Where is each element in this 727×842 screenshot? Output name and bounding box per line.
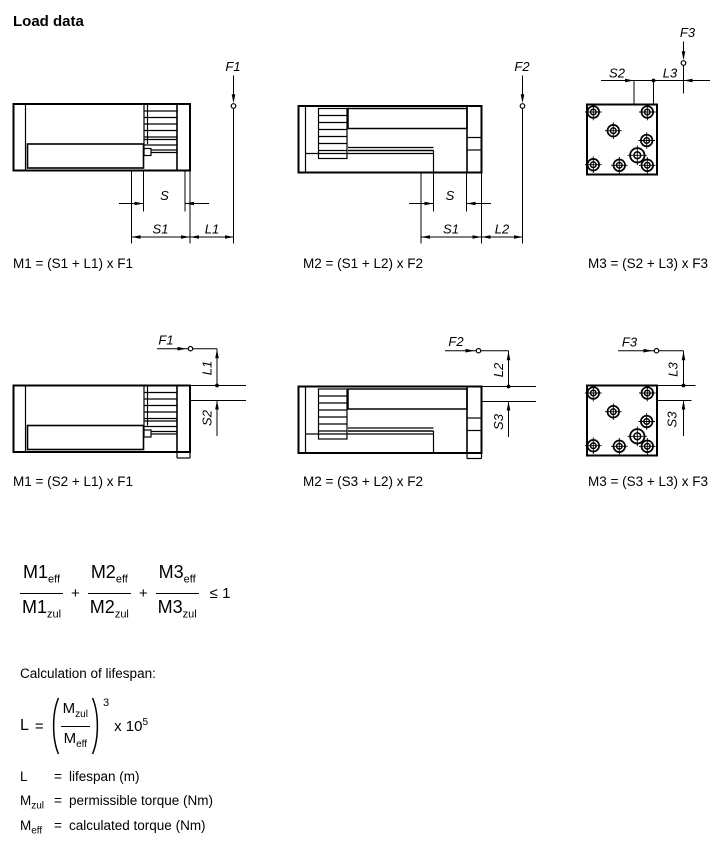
legend-row-l: L = lifespan (m) [20,769,140,784]
open-paren [52,697,59,755]
fraction-m3: M3eff M3zul [155,562,199,621]
dim-label-s1: S1 [443,222,459,237]
f3-force-arrow: F3 [680,25,696,94]
dimension-s1-l2: S1 L2 [421,222,523,239]
force-label-f1: F1 [158,333,173,348]
dimension-l3-s3: L3 S3 [657,350,696,436]
dimension-s: S [119,188,209,206]
slide-side-view [12,384,191,453]
slide-end-view [585,104,657,175]
exponent-3: 3 [102,697,110,709]
diagram-m3-lateral-load: F3 L3 S3 [560,335,696,465]
slide-top-view [297,105,483,174]
dimension-s2-l3: S2 L3 [601,66,710,105]
diagram-m2-vertical-load: S S1 L2 F2 [297,59,530,244]
formula-m2-bottom: M2 = (S3 + L2) x F2 [303,474,424,489]
dim-label-l3: L3 [663,66,678,81]
formula-m3-top: M3 = (S2 + L3) x F3 [588,256,709,271]
force-label-f2: F2 [514,59,530,74]
dim-label-s: S [446,188,455,203]
f2-force-arrow: F2 [445,334,509,354]
formula-m2-top: M2 = (S1 + L2) x F2 [303,256,424,271]
dim-label-s1: S1 [153,222,169,237]
fraction-m1: M1eff M1zul [20,562,64,621]
mounting-foot [466,453,483,460]
dim-label-l2: L2 [491,362,506,377]
dim-label-l1: L1 [200,361,215,375]
extension-lines [420,172,482,244]
formula-m1-top: M1 = (S1 + L1) x F1 [13,256,134,271]
dimension-s: S [409,188,491,206]
dimension-l2-s3: L2 S3 [482,350,536,437]
page-title: Load data [13,13,84,30]
close-paren [91,697,99,755]
plus-operator: + [71,584,80,602]
legend-row-mzul: Mzul = permissible torque (Nm) [20,793,214,812]
plus-operator: + [138,584,148,602]
force-label-f3: F3 [680,25,696,40]
torque-constraint-formula: M1eff M1zul + M2eff M2zul + M3eff M3zul … [20,560,230,626]
slide-top-view [297,385,483,454]
dim-label-s: S [160,188,169,203]
dimension-l1-s2: L1 S2 [190,348,246,436]
dim-label-l1: L1 [205,222,219,237]
relation-leq-one: ≤ 1 [209,584,231,602]
diagram-m3-vertical-load: S2 L3 F3 [560,25,710,280]
dim-label-l3: L3 [666,362,681,377]
f1-force-arrow: F1 [225,59,241,244]
slide-side-view [12,103,191,172]
lifespan-lhs: L [20,717,29,734]
f3-force-arrow: F3 [618,335,684,354]
factor-x10e5: x 105 [114,717,149,735]
dim-label-s2: S2 [609,66,626,81]
symbol-legend: L = lifespan (m) Mzul = permissible torq… [20,768,213,841]
f1-force-arrow: F1 [157,333,217,352]
slide-end-view [585,385,657,456]
dimension-s1-l1: S1 L1 [131,222,234,239]
lifespan-heading: Calculation of lifespan: [20,666,156,681]
mounting-foot [176,452,191,459]
dim-label-s3: S3 [491,413,506,430]
dim-label-l2: L2 [495,222,510,237]
force-label-f3: F3 [622,335,638,350]
dim-label-s2: S2 [200,409,215,426]
diagram-m1-lateral-load: F1 L1 S2 [12,333,246,459]
diagram-m1-vertical-load: S S1 L1 F1 [12,59,241,244]
formula-m3-bottom: M3 = (S3 + L3) x F3 [588,474,709,489]
diagram-m2-lateral-load: F2 L2 S3 [297,334,536,460]
dim-label-s3: S3 [665,411,680,428]
f2-force-arrow: F2 [514,59,530,244]
force-label-f1: F1 [225,59,240,74]
formula-m1-bottom: M1 = (S2 + L1) x F1 [13,474,134,489]
lifespan-formula: L = Mzul Meff 3 x 105 [20,695,148,757]
equals-sign: = [34,717,44,735]
fraction-mzul-meff: Mzul Meff [60,699,90,750]
force-label-f2: F2 [448,334,464,349]
fraction-m2: M2eff M2zul [87,562,131,621]
legend-row-meff: Meff = calculated torque (Nm) [20,817,206,837]
extension-lines [131,170,191,244]
